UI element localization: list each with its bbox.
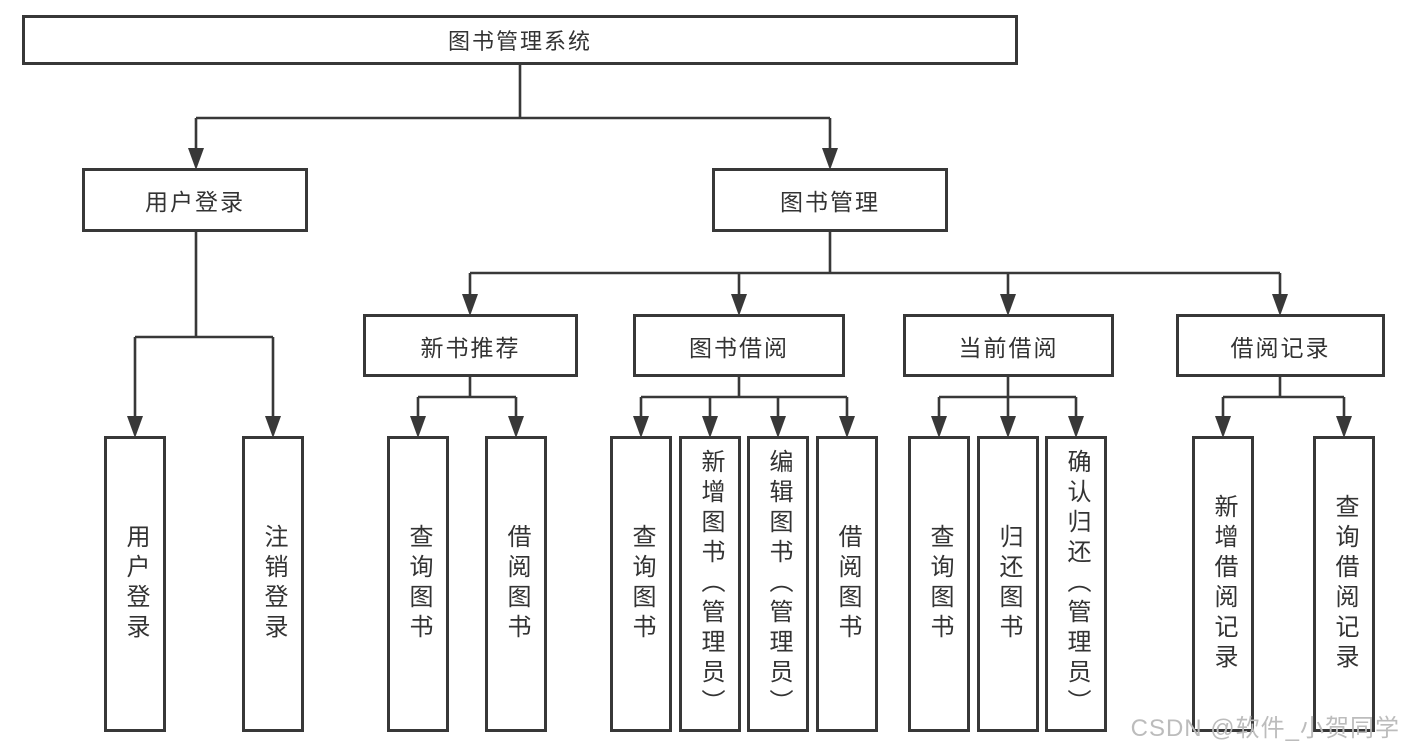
node-book-management: 图书管理 [712, 168, 948, 232]
node-label: 注销登录 [260, 524, 287, 644]
csdn-watermark: CSDN @软件_小贺同学 [1130, 715, 1400, 742]
leaf-add-books-admin: 新增图书（管理员） [679, 436, 741, 732]
node-label: 借阅图书 [834, 524, 861, 644]
arrowhead [127, 416, 143, 438]
node-label: 确认归还（管理员） [1063, 449, 1090, 719]
leaf-query-books-2: 查询图书 [610, 436, 672, 732]
leaf-user-login: 用户登录 [104, 436, 166, 732]
node-borrowing-records: 借阅记录 [1176, 314, 1385, 377]
node-label: 编辑图书（管理员） [765, 449, 792, 719]
node-label: 图书管理 [780, 189, 880, 215]
arrowhead [265, 416, 281, 438]
arrowhead [633, 416, 649, 438]
node-label: 新书推荐 [420, 334, 521, 361]
node-label: 新增借阅记录 [1210, 494, 1237, 674]
node-label: 当前借阅 [958, 334, 1059, 361]
leaf-confirm-return-admin: 确认归还（管理员） [1045, 436, 1107, 732]
leaf-add-borrow-record: 新增借阅记录 [1192, 436, 1254, 732]
node-label: 图书管理系统 [447, 29, 592, 54]
node-user-login: 用户登录 [82, 168, 308, 232]
node-label: 借阅图书 [503, 524, 530, 644]
node-label: 用户登录 [145, 189, 245, 215]
node-new-book-recommend: 新书推荐 [363, 314, 578, 377]
node-library-management-system: 图书管理系统 [22, 15, 1018, 65]
leaf-query-books-1: 查询图书 [387, 436, 449, 732]
node-label: 图书借阅 [689, 334, 789, 361]
arrowhead [1336, 416, 1352, 438]
arrowhead [1000, 294, 1016, 316]
node-current-borrowing: 当前借阅 [903, 314, 1114, 377]
arrowhead [839, 416, 855, 438]
arrowhead [1000, 416, 1016, 438]
node-label: 借阅记录 [1230, 334, 1331, 361]
arrowhead [731, 294, 747, 316]
node-book-borrowing: 图书借阅 [633, 314, 845, 377]
arrowhead [931, 416, 947, 438]
arrowhead [1068, 416, 1084, 438]
arrowhead [822, 148, 838, 170]
arrowhead [462, 294, 478, 316]
arrowhead [770, 416, 786, 438]
node-label: 用户登录 [122, 524, 149, 644]
leaf-borrow-books-2: 借阅图书 [816, 436, 878, 732]
arrowhead [508, 416, 524, 438]
arrowhead [702, 416, 718, 438]
arrowhead [1272, 294, 1288, 316]
node-label: 新增图书（管理员） [697, 449, 724, 719]
arrowhead [410, 416, 426, 438]
node-label: 归还图书 [995, 524, 1022, 644]
leaf-query-books-3: 查询图书 [908, 436, 970, 732]
node-label: 查询图书 [405, 524, 432, 644]
node-label: 查询图书 [628, 524, 655, 644]
leaf-edit-books-admin: 编辑图书（管理员） [747, 436, 809, 732]
node-label: 查询借阅记录 [1331, 494, 1358, 674]
leaf-query-borrow-record: 查询借阅记录 [1313, 436, 1375, 732]
arrowhead [1215, 416, 1231, 438]
node-label: 查询图书 [926, 524, 953, 644]
leaf-return-books: 归还图书 [977, 436, 1039, 732]
leaf-borrow-books-1: 借阅图书 [485, 436, 547, 732]
leaf-logout: 注销登录 [242, 436, 304, 732]
arrowhead [188, 148, 204, 170]
